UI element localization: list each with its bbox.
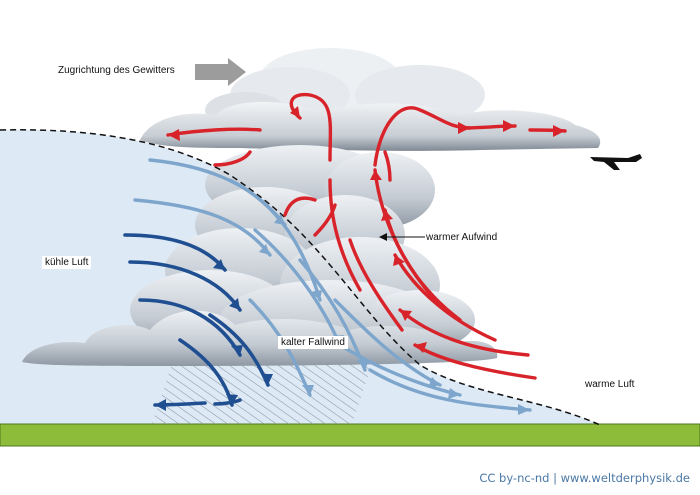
- ground: [0, 423, 700, 447]
- anvil-cloud: [140, 101, 601, 151]
- cold-front-boundary: [0, 129, 601, 426]
- warm-arrows: [166, 92, 567, 380]
- credit-line: CC by-nc-nd | www.weltderphysik.de: [479, 471, 690, 485]
- updraft-label: warmer Aufwind: [426, 232, 498, 243]
- rain-area: [152, 364, 372, 424]
- downdraft-label: kalter Fallwind: [278, 336, 348, 349]
- storm-direction-label: Zugrichtung des Gewitters: [58, 65, 175, 76]
- airplane-icon: [590, 154, 642, 170]
- updraft-leader-arrowhead: [379, 233, 387, 241]
- cloud-base: [22, 310, 498, 366]
- cool-air-label: kühle Luft: [42, 256, 92, 269]
- direction-arrow-icon: [195, 58, 246, 86]
- warm-air-label: warme Luft: [585, 379, 635, 390]
